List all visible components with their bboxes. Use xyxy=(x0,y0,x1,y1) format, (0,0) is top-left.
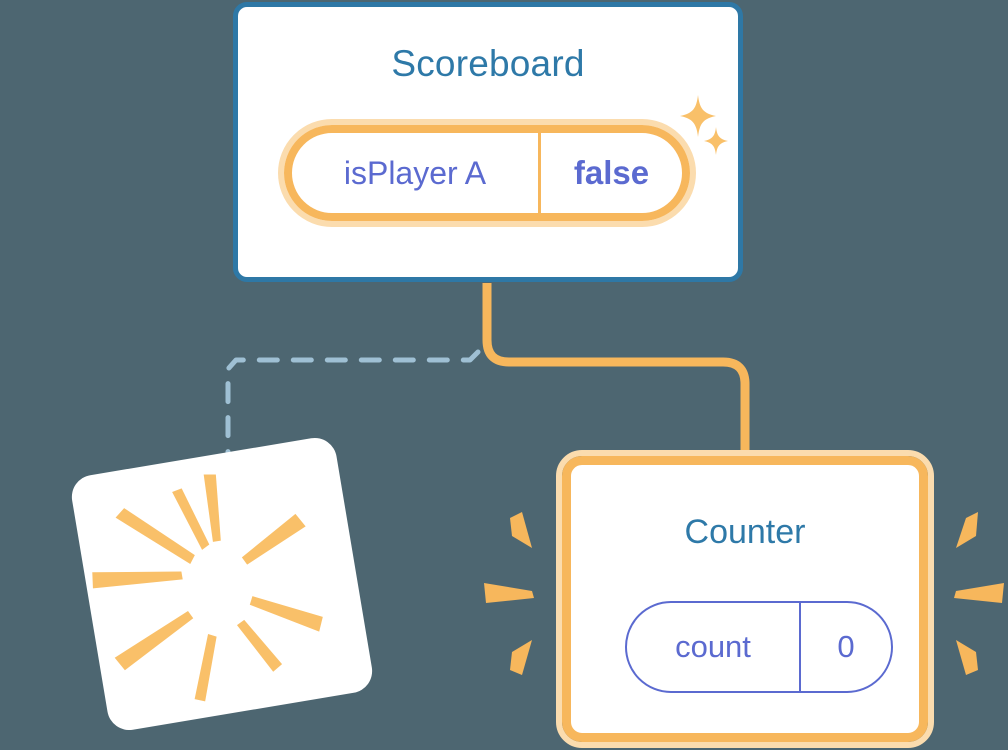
scoreboard-property-value: false xyxy=(573,154,650,191)
ray-icon xyxy=(510,640,532,675)
pill-body[interactable]: count 0 xyxy=(625,601,893,693)
scoreboard-title: Scoreboard xyxy=(391,43,585,84)
burst-rays-group xyxy=(92,474,323,702)
counter-left-rays xyxy=(484,512,534,675)
counter-title: Counter xyxy=(684,513,806,551)
ray-icon xyxy=(194,633,217,702)
pill-body[interactable]: isPlayer A false xyxy=(284,125,690,221)
counter-halo xyxy=(556,450,934,748)
counter-property-value: 0 xyxy=(837,629,855,664)
counter-property-pill[interactable]: count 0 xyxy=(625,601,893,693)
ray-icon xyxy=(956,512,978,548)
ray-icon xyxy=(241,513,306,565)
pill-divider xyxy=(799,603,801,691)
ray-icon xyxy=(954,583,1004,603)
tilted-blank-card[interactable] xyxy=(68,434,376,734)
counter-body[interactable]: Counter count 0 xyxy=(562,456,928,742)
scoreboard-property-key: isPlayer A xyxy=(343,154,487,191)
ray-icon xyxy=(203,474,221,542)
sparkle-star-large-icon xyxy=(680,95,728,155)
counter-property-key: count xyxy=(675,629,751,664)
ray-icon xyxy=(115,508,195,564)
counter-right-rays xyxy=(954,512,1004,675)
scoreboard-card[interactable]: Scoreboard isPlayer A false xyxy=(233,2,743,282)
ray-icon xyxy=(484,583,534,603)
pill-divider xyxy=(538,133,541,213)
ray-icon xyxy=(92,571,183,589)
ray-icon xyxy=(510,512,532,548)
ray-icon xyxy=(236,619,283,672)
scoreboard-property-pill[interactable]: isPlayer A false xyxy=(278,119,696,227)
ray-icon xyxy=(956,640,978,675)
dashed-connector xyxy=(225,349,481,473)
solid-connector xyxy=(482,283,750,462)
ray-icon xyxy=(114,610,194,671)
ray-icon xyxy=(249,596,323,632)
counter-card[interactable]: Counter count 0 xyxy=(556,450,934,748)
pill-halo xyxy=(278,119,696,227)
ray-icon xyxy=(172,488,210,550)
